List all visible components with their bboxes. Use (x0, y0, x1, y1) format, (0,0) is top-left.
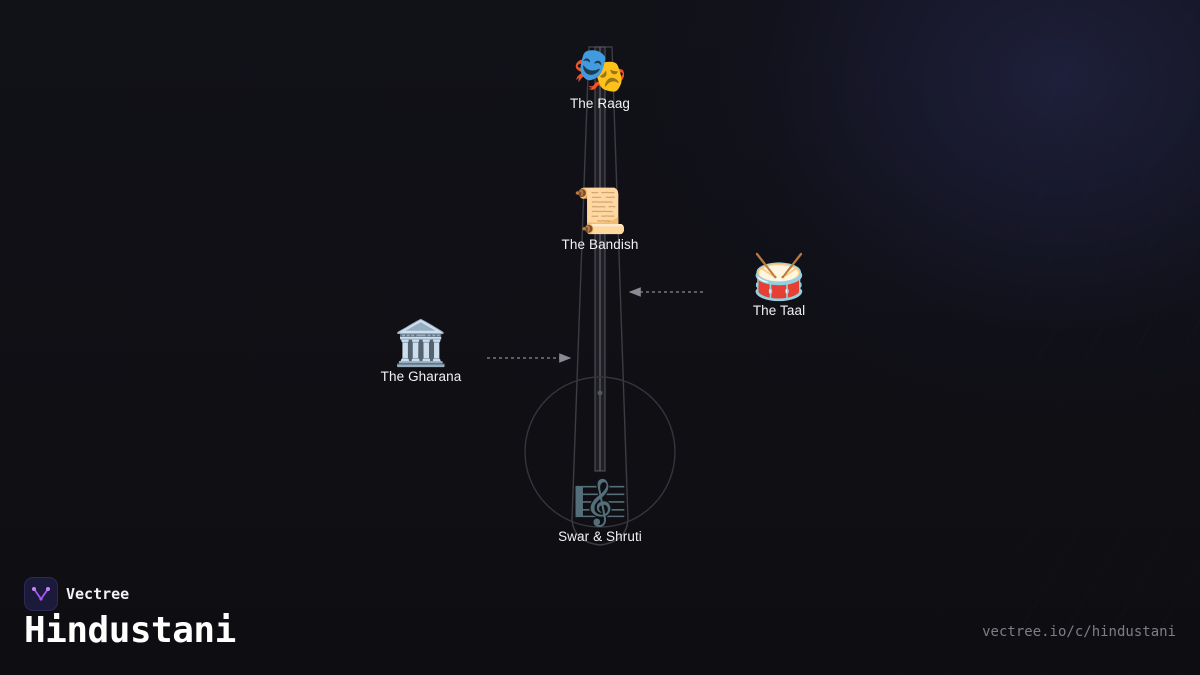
instrument-neck-outline (571, 46, 629, 546)
instrument-resonator (524, 376, 676, 528)
page-title: Hindustani (24, 610, 236, 651)
node-gharana[interactable]: 🏛️ The Gharana (341, 318, 501, 384)
instrument-bridge-dot (597, 390, 603, 396)
page-url[interactable]: vectree.io/c/hindustani (982, 624, 1176, 640)
musical-score-icon: 🎼 (572, 479, 628, 528)
node-swar-shruti-label: Swar & Shruti (558, 529, 642, 544)
node-bandish-label: The Bandish (561, 237, 639, 252)
theater-masks-icon: 🎭 (572, 46, 628, 95)
node-swar-shruti[interactable]: 🎼 Swar & Shruti (520, 478, 680, 544)
node-taal-label: The Taal (752, 303, 806, 318)
node-raag[interactable]: 🎭 The Raag (520, 45, 680, 111)
brand[interactable]: Vectree (24, 577, 129, 611)
drum-icon: 🥁 (751, 253, 807, 302)
node-raag-label: The Raag (569, 96, 631, 111)
vectree-logo-icon (24, 577, 58, 611)
node-taal[interactable]: 🥁 The Taal (699, 252, 859, 318)
node-gharana-label: The Gharana (380, 369, 462, 384)
node-bandish[interactable]: 📜 The Bandish (520, 186, 680, 252)
brand-name: Vectree (66, 585, 130, 603)
classical-building-icon: 🏛️ (393, 319, 449, 368)
scroll-icon: 📜 (572, 187, 628, 236)
